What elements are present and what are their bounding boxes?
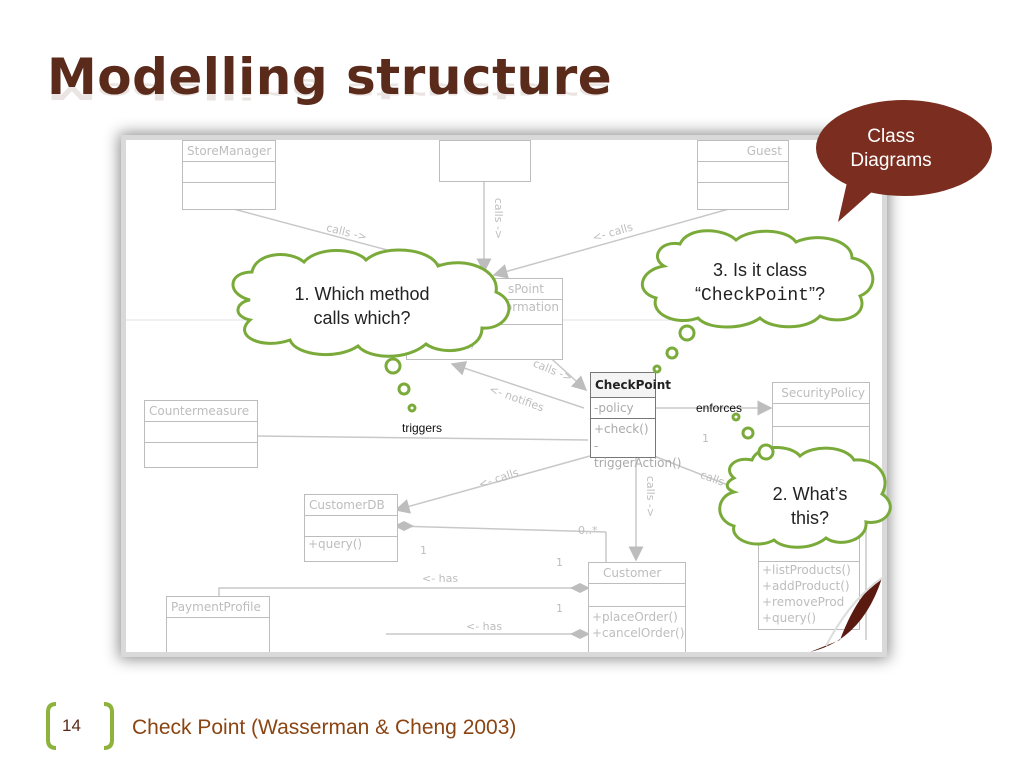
callout-line: Class — [836, 125, 946, 149]
cloud-3-text: 3. Is it class “CheckPoint”? — [660, 258, 860, 308]
cloud-line: 2. What’s — [744, 482, 876, 506]
cloud-line: calls which? — [256, 306, 468, 330]
cloud-line: 1. Which method — [256, 282, 468, 306]
cloud-line: “CheckPoint”? — [660, 282, 860, 308]
code-checkpoint: CheckPoint — [701, 286, 809, 306]
thought-cloud-1 — [233, 250, 509, 411]
footer-bracket-left — [48, 704, 56, 748]
callout-text: Class Diagrams — [836, 125, 946, 173]
footer-bracket-right — [104, 704, 112, 748]
footer-citation: Check Point (Wasserman & Cheng 2003) — [132, 716, 516, 740]
cloud-1-text: 1. Which method calls which? — [256, 282, 468, 330]
cloud-line: this? — [744, 506, 876, 530]
cloud-line: 3. Is it class — [660, 258, 860, 282]
callout-line: Diagrams — [836, 149, 946, 173]
page-number: 14 — [62, 716, 81, 736]
cloud-2-text: 2. What’s this? — [744, 482, 876, 530]
